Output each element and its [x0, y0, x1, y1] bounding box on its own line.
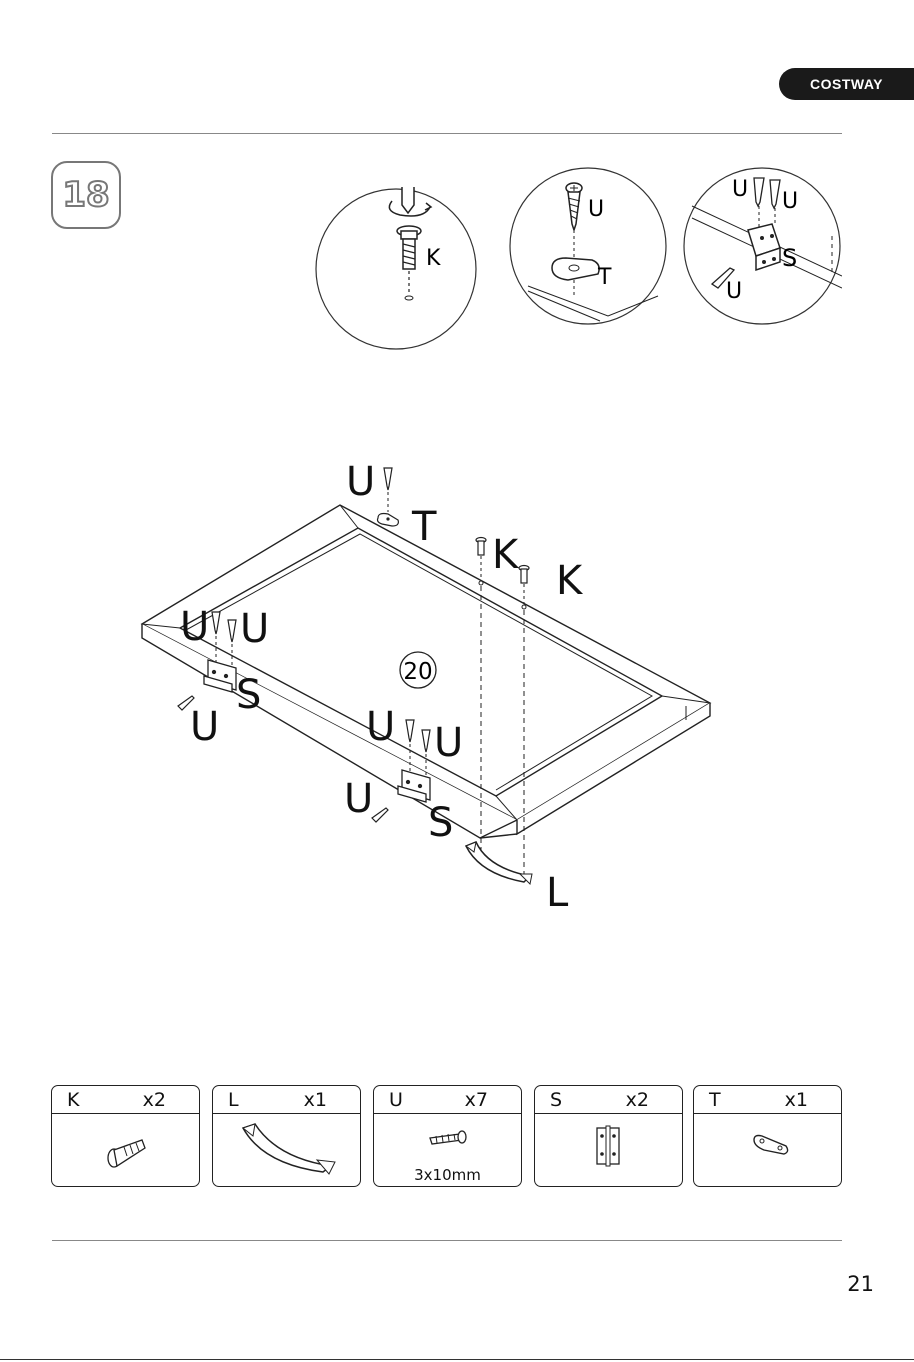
part-quantity: x2 — [626, 1089, 649, 1111]
detail-circle-hinge: U U S U — [682, 166, 842, 326]
page-number: 21 — [847, 1272, 874, 1296]
label-u: U — [180, 604, 209, 650]
top-rule — [52, 133, 842, 134]
page-edge-line — [0, 1359, 914, 1360]
label-l: L — [546, 870, 569, 916]
label-u: U — [588, 197, 604, 222]
part-quantity: x7 — [465, 1089, 488, 1111]
label-u: U — [346, 459, 375, 505]
part-letter: S — [550, 1089, 562, 1111]
label-k: K — [492, 532, 520, 578]
bolt-icon — [52, 1114, 199, 1186]
assembly-diagram: 20 U T K K U U S U U U U S L — [120, 450, 740, 920]
part-quantity: x1 — [304, 1089, 327, 1111]
label-k: K — [426, 246, 441, 271]
label-u: U — [240, 606, 269, 652]
part-letter: L — [228, 1089, 239, 1111]
panel-number-badge: 20 — [400, 652, 436, 688]
label-u: U — [344, 776, 373, 822]
label-t: T — [411, 504, 437, 550]
detail-circle-bolt: K — [314, 187, 478, 351]
label-s: S — [428, 800, 453, 846]
part-quantity: x2 — [143, 1089, 166, 1111]
part-letter: U — [389, 1089, 403, 1111]
label-u-1: U — [732, 177, 748, 202]
label-u: U — [190, 704, 219, 750]
label-k: K — [556, 558, 584, 604]
label-u: U — [434, 720, 463, 766]
label-s: S — [782, 244, 797, 272]
step-number: 18 — [51, 161, 121, 229]
label-u-3: U — [726, 279, 742, 304]
panel-number: 20 — [403, 659, 432, 685]
hinge-icon — [535, 1114, 682, 1186]
part-quantity: x1 — [785, 1089, 808, 1111]
brand-logo: COSTWAY — [779, 68, 914, 100]
part-letter: T — [709, 1089, 721, 1111]
part-spec: 3x10mm — [374, 1166, 521, 1184]
label-t: T — [597, 265, 612, 290]
bottom-rule — [52, 1240, 842, 1241]
plate-icon — [378, 514, 399, 527]
label-u-2: U — [782, 189, 798, 214]
label-s: S — [236, 672, 261, 718]
plate-icon — [694, 1114, 841, 1186]
detail-circle-plate: U T — [508, 166, 668, 326]
handle-icon — [213, 1114, 360, 1186]
label-u: U — [366, 704, 395, 750]
part-letter: K — [67, 1089, 79, 1111]
handle-icon — [466, 842, 532, 884]
